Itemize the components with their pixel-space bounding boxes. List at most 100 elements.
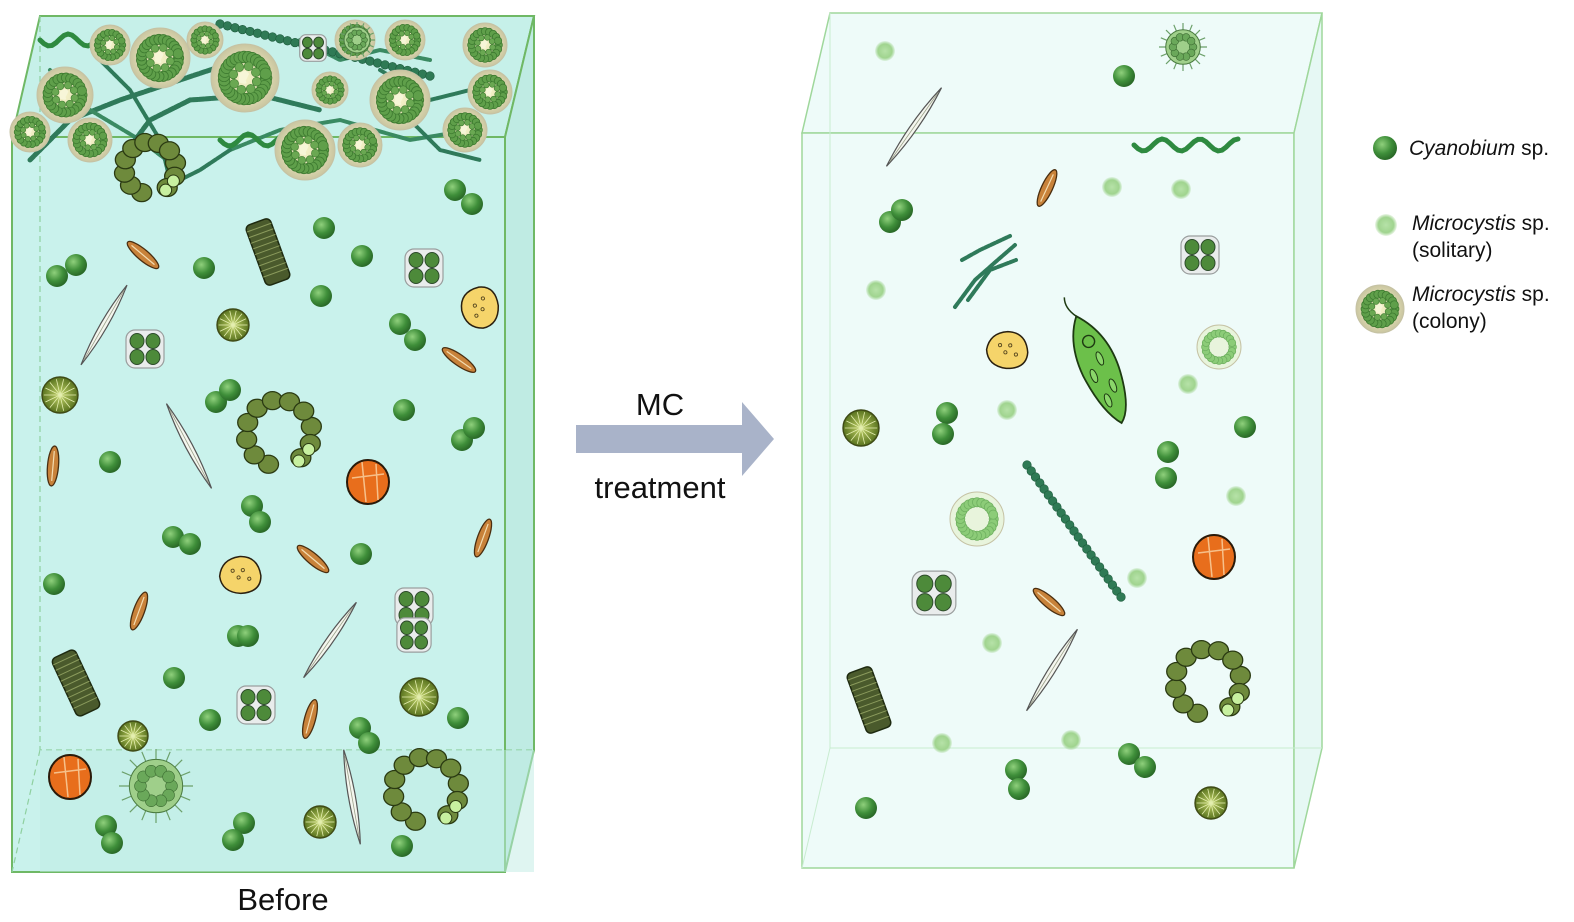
centric-diatom-icon: [303, 805, 337, 839]
cyanobium-cell-icon: [1155, 467, 1177, 489]
cyanobium-cell-icon: [46, 265, 68, 287]
cylindrical-diatom-icon: [51, 649, 101, 717]
cyanobium-cell-icon: [932, 423, 954, 445]
diatom-icon: [473, 518, 493, 558]
euglena-icon: [1063, 297, 1127, 425]
legend-microcystis-solitary: Microcystis sp.: [1412, 212, 1550, 235]
microcystis-colony-icon: [274, 119, 336, 181]
legend-microcystis-colony: Microcystis sp.: [1412, 283, 1550, 306]
cyanobium-cell-icon: [404, 329, 426, 351]
microcystis-colony-icon: [1355, 284, 1405, 334]
cyanobium-cell-icon: [351, 245, 373, 267]
cyanobium-cell-icon: [1005, 759, 1027, 781]
cryptomonad-icon: [460, 286, 500, 329]
cyanobium-cell-icon: [249, 511, 271, 533]
diatom-icon: [46, 445, 60, 487]
diatom-icon: [296, 544, 330, 574]
desmid-icon: [394, 587, 434, 627]
diatom-icon: [1032, 587, 1066, 617]
before-cells: [41, 179, 500, 857]
pennate-diatom-icon: [1026, 628, 1078, 712]
microcystis-colony-icon: [210, 43, 280, 113]
cyanobium-cell-icon: [162, 526, 184, 548]
microcystis-colony-icon: [9, 111, 51, 153]
microcystis-colony-icon: [369, 69, 431, 131]
microcystis-colony-bloom: [9, 19, 513, 181]
microcystis-solitary-icon: [1127, 568, 1147, 588]
treatment-arrow: [576, 402, 774, 476]
dinoflagellate-icon: [346, 459, 390, 505]
arrow-label-bottom: treatment: [595, 470, 726, 505]
desmid-icon: [125, 329, 165, 369]
microcystis-colony-icon: [129, 27, 191, 89]
pennate-diatom-icon: [303, 601, 357, 679]
microcystis-colony-icon: [462, 22, 508, 68]
cyanobium-cell-icon: [219, 379, 241, 401]
pediastrum-icon: [339, 22, 375, 58]
spiral-filament-icon: [1131, 136, 1241, 154]
cyanobium-cell-icon: [1113, 65, 1135, 87]
cyanobium-cell-icon: [463, 417, 485, 439]
filament-icon: [228, 117, 472, 152]
desmid-icon: [236, 685, 276, 725]
ring-colony-icon: [1165, 640, 1251, 723]
microcystis-solitary-icon: [1102, 177, 1122, 197]
legend-cyanobium: Cyanobium sp.: [1409, 137, 1549, 160]
cyanobium-cell-icon: [855, 797, 877, 819]
centric-diatom-icon: [399, 677, 439, 717]
diatom-icon: [301, 698, 319, 740]
cylindrical-diatom-icon: [846, 666, 892, 734]
filament-icon: [27, 57, 243, 163]
pennate-diatom-icon: [165, 403, 213, 489]
cyanobium-cell-icon: [1373, 136, 1397, 160]
cyanobium-cell-icon: [101, 832, 123, 854]
microcystis-solitary-icon: [1171, 179, 1191, 199]
microcystis-colony-icon: [442, 107, 488, 153]
pediastrum-icon: [1159, 23, 1207, 71]
diatom-icon: [129, 591, 149, 631]
legend: Cyanobium sp. Microcystis sp. (solitary)…: [1355, 136, 1550, 334]
cyanobium-cell-icon: [65, 254, 87, 276]
cylindrical-diatom-icon: [245, 218, 291, 286]
microcystis-solitary-icon: [997, 400, 1017, 420]
centric-diatom-icon: [842, 409, 880, 447]
microcystis-solitary-icon: [1061, 730, 1081, 750]
microcystis-colony-icon: [67, 117, 113, 163]
legend-microcystis-solitary-line2: (solitary): [1412, 239, 1493, 262]
cyanobium-cell-icon: [461, 193, 483, 215]
cyanobium-cell-icon: [1234, 416, 1256, 438]
pennate-diatom-icon: [343, 749, 361, 845]
microcystis-colony-icon: [36, 66, 94, 124]
ring-colony-icon: [236, 391, 322, 474]
centric-diatom-icon: [1194, 786, 1228, 820]
microcystis-solitary-icon: [866, 280, 886, 300]
after-cells: [842, 23, 1256, 820]
ring-colony-icon: [113, 132, 187, 203]
cyanobium-cell-icon: [1008, 778, 1030, 800]
desmid-icon: [404, 248, 444, 288]
filament-icon: [408, 118, 482, 162]
filament-icon: [960, 234, 1012, 262]
cyanobium-cell-icon: [1157, 441, 1179, 463]
filament-bloom: [27, 19, 502, 203]
diatom-icon: [1036, 169, 1058, 207]
cyanobium-cell-icon: [95, 815, 117, 837]
cyanobium-cell-icon: [393, 399, 415, 421]
cyanobium-cell-icon: [444, 179, 466, 201]
cyanobium-cell-icon: [389, 313, 411, 335]
filament-icon: [117, 92, 323, 163]
filament-icon: [953, 243, 1017, 309]
microcystis-colony-icon: [384, 19, 426, 61]
cyanobium-cell-icon: [199, 709, 221, 731]
microcystis-colony-icon: [467, 69, 513, 115]
microcystis-colony-icon: [89, 24, 131, 66]
cyanobium-cell-icon: [43, 573, 65, 595]
microcystis-colony-icon: [1355, 284, 1405, 334]
microcystis-solitary-icon: [1178, 374, 1198, 394]
diatom-icon: [126, 240, 160, 270]
microcystis-colony-icon: [186, 21, 224, 59]
diatom-icon: [441, 347, 477, 373]
cyanobium-cell-icon: [350, 543, 372, 565]
cyanobium-cell-icon: [310, 285, 332, 307]
